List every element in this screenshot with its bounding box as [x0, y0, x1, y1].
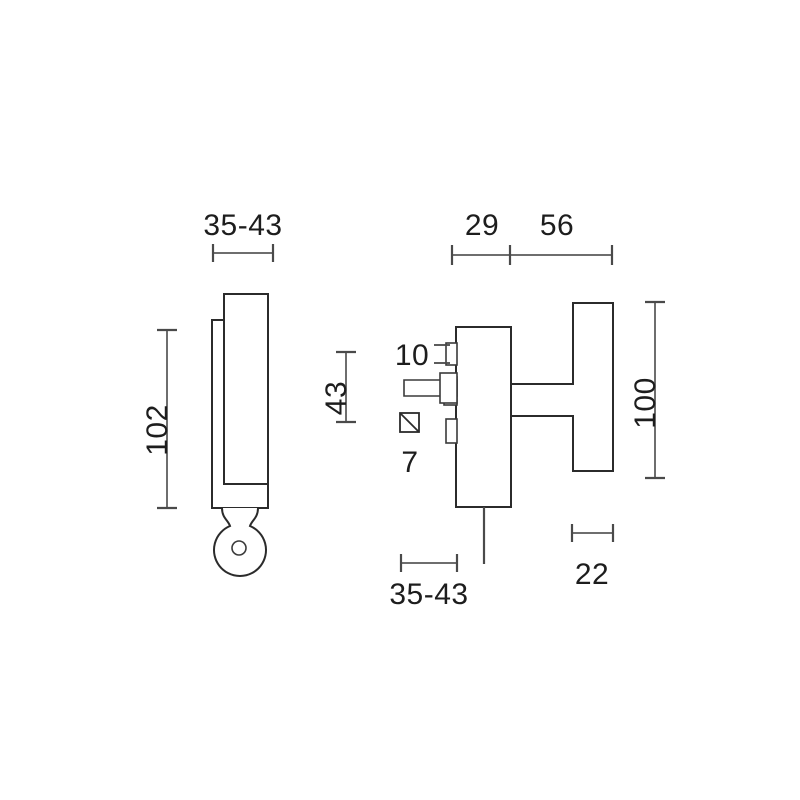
- side-plate-width-dimension: [399, 554, 459, 572]
- side-body-plate: [455, 326, 512, 508]
- handle-height-dimension: [645, 300, 665, 480]
- side-screw-head: [439, 372, 458, 404]
- side-view-group: [336, 245, 665, 572]
- screw-dia-label: 10: [395, 339, 429, 372]
- spindle-height-label: 43: [320, 381, 353, 415]
- plate-depth-label: 29: [465, 209, 499, 242]
- handle-length-label: 56: [540, 209, 574, 242]
- front-width-dimension: [211, 244, 275, 262]
- square-spindle-symbol-group: [399, 412, 420, 433]
- spindle-height-dimension: [336, 350, 356, 424]
- side-tab-upper: [445, 342, 458, 366]
- side-tab-lower: [445, 418, 458, 444]
- handle-height-label: 100: [629, 377, 662, 429]
- square-spindle-label: 7: [401, 446, 418, 479]
- side-top-dimension: [450, 245, 614, 265]
- front-view-group: [157, 244, 275, 577]
- front-key-hole: [231, 540, 247, 556]
- screw-callout-group: [434, 344, 450, 364]
- square-spindle-icon-diagonal: [399, 412, 420, 433]
- handle-width-label: 22: [575, 558, 609, 591]
- square-spindle-icon: [399, 412, 420, 433]
- front-height-dimension: [157, 328, 177, 510]
- handle-width-dimension: [570, 524, 615, 542]
- front-height-label: 102: [141, 404, 174, 456]
- front-width-label: 35-43: [203, 209, 282, 242]
- side-screw-group: [403, 372, 458, 404]
- side-t-handle: [510, 302, 614, 472]
- side-plate-width-label: 35-43: [389, 578, 468, 611]
- front-inner-rectangle: [223, 293, 269, 485]
